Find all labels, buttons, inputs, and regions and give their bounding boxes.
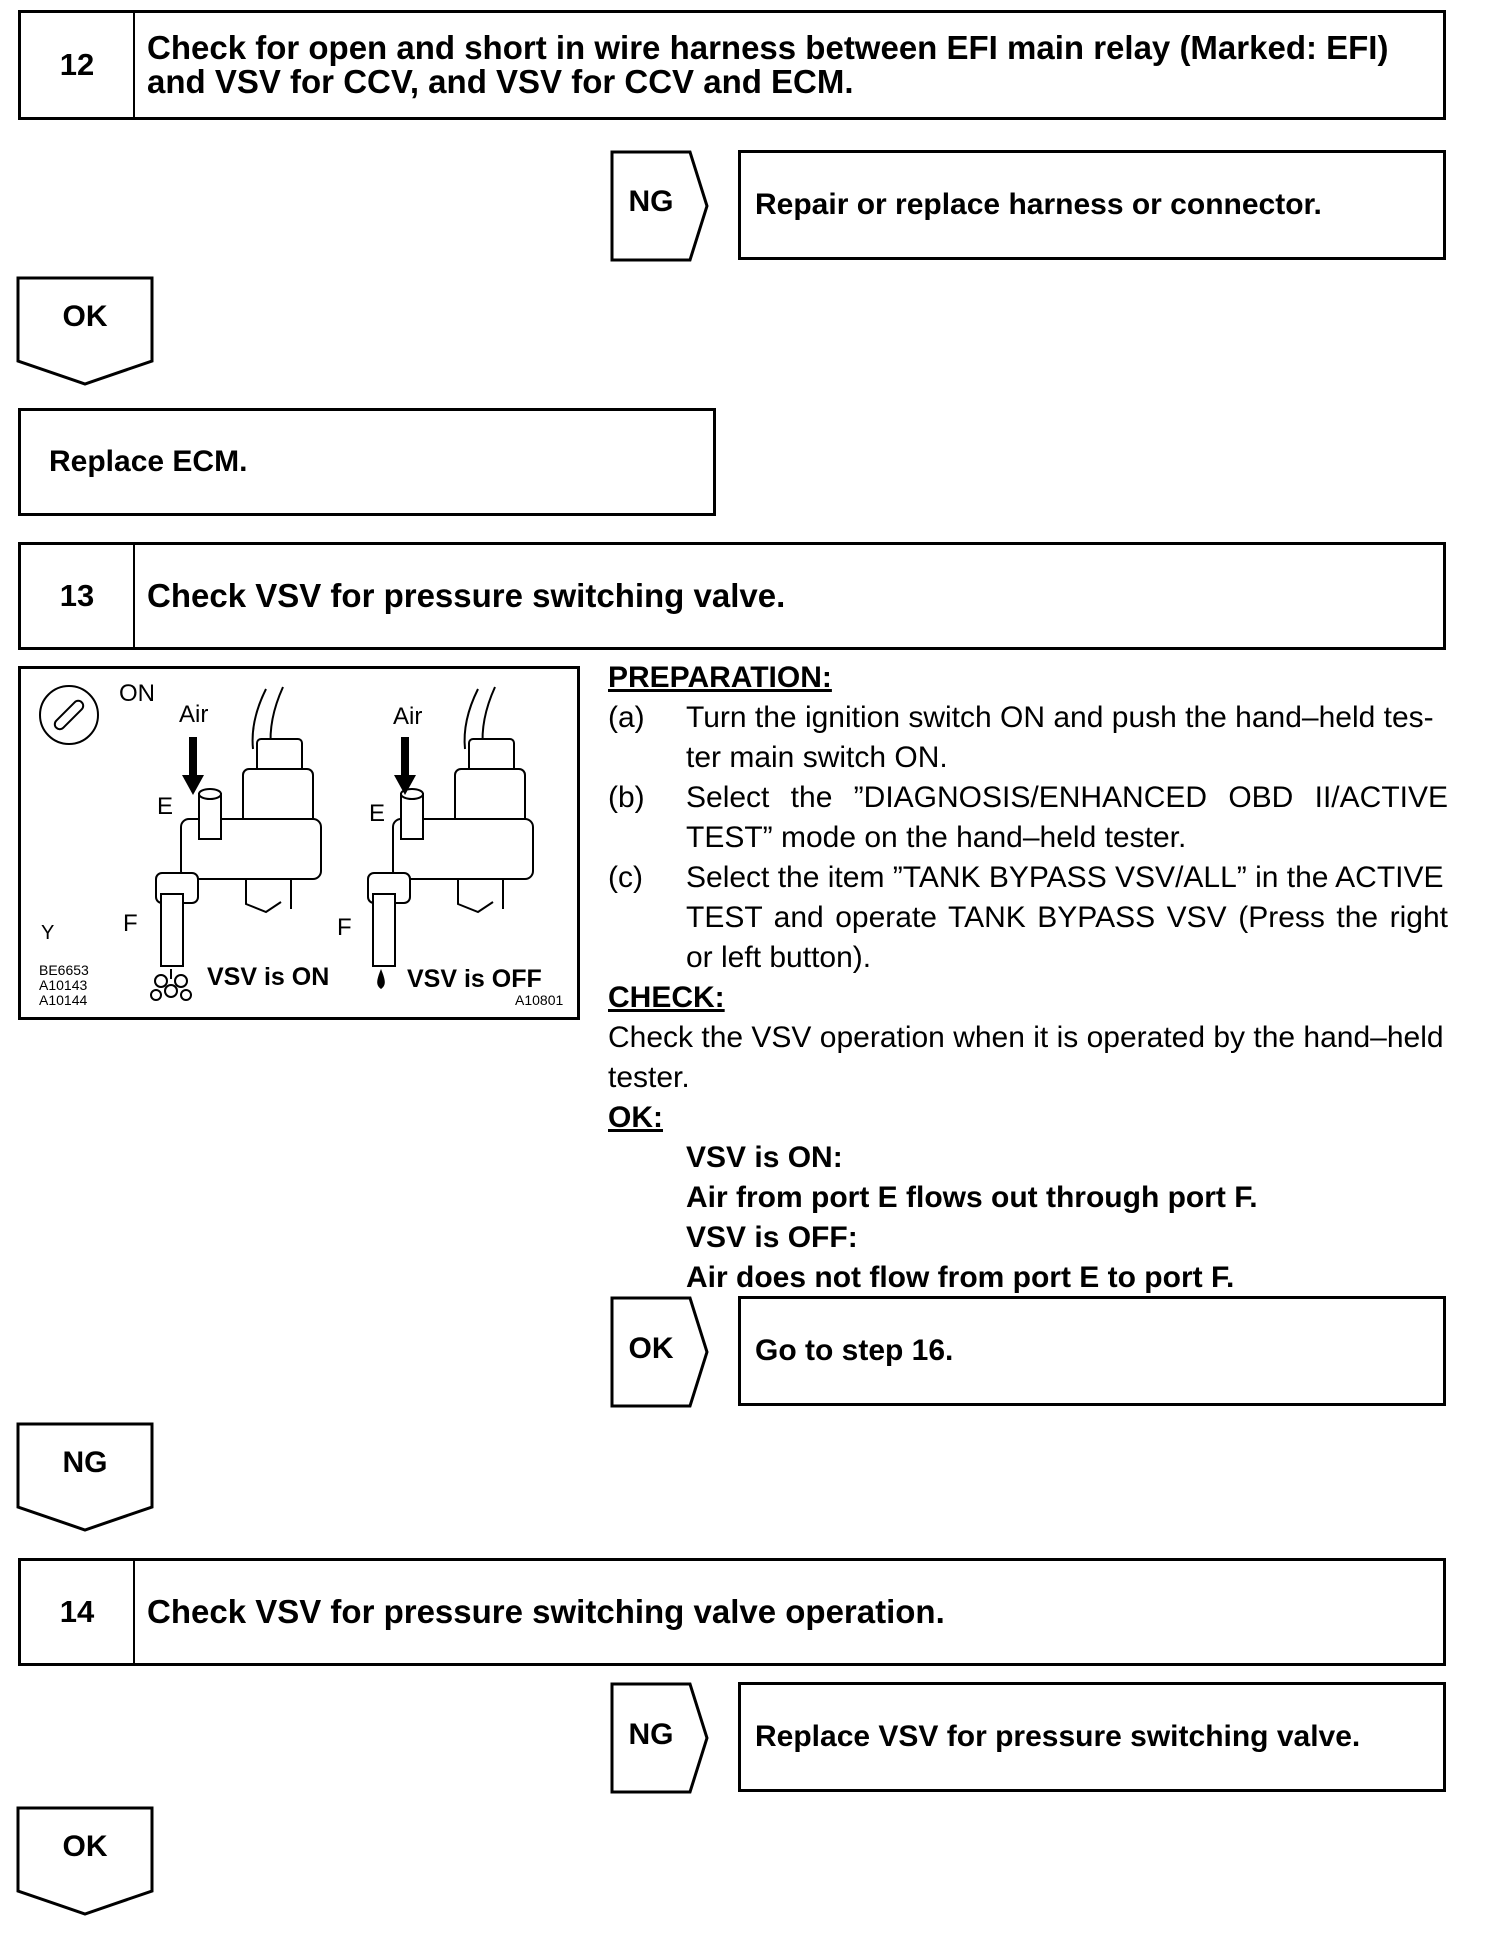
- step-title: Check VSV for pressure switching valve o…: [147, 1593, 945, 1631]
- ok-action-text: Replace ECM.: [49, 445, 248, 478]
- port-e-label: E: [369, 800, 385, 827]
- ok-label: OK: [62, 300, 108, 333]
- step-12-header: 12 Check for open and short in wire harn…: [18, 10, 1446, 120]
- figure-ref: A10143: [39, 977, 87, 993]
- ng-arrow: [16, 1422, 154, 1532]
- prep-item-a: (a) Turn the ignition switch ON and push…: [608, 698, 1448, 778]
- ok-criteria-line: Air does not flow from port E to port F.: [686, 1261, 1235, 1294]
- prep-item-text: Select the ”DIAGNOSIS/ENHANCED OBD II/AC…: [686, 781, 1448, 814]
- vsv-illustration: ON Air Air E E F F Y BE6653 A10143 A1014…: [39, 680, 563, 1008]
- ok-arrow: [16, 276, 154, 386]
- prep-item-label: (a): [608, 701, 645, 734]
- step-title: Check for open and short in wire harness…: [147, 13, 1423, 117]
- ng-label: NG: [628, 185, 674, 218]
- ng-action-box: Replace VSV for pressure switching valve…: [738, 1682, 1446, 1792]
- ok-label: OK: [628, 1332, 674, 1365]
- step-13-header: 13 Check VSV for pressure switching valv…: [18, 542, 1446, 650]
- step-title: Check VSV for pressure switching valve.: [147, 577, 786, 615]
- ignition-switch-icon: [39, 685, 99, 745]
- prep-item-text: TEST” mode on the hand–held tester.: [686, 821, 1187, 854]
- step-number: 14: [21, 1561, 135, 1663]
- on-label: ON: [119, 680, 155, 707]
- ng-action-text: Repair or replace harness or connector.: [755, 188, 1322, 221]
- prep-item-c: (c) Select the item ”TANK BYPASS VSV/ALL…: [608, 858, 1448, 978]
- ok-criteria-line: VSV is ON:: [686, 1141, 843, 1174]
- ok-arrow: [610, 1296, 709, 1408]
- prep-item-label: (c): [608, 861, 643, 894]
- ok-action-box: Go to step 16.: [738, 1296, 1446, 1406]
- figure-ref: BE6653: [39, 962, 89, 978]
- prep-item-b: (b) Select the ”DIAGNOSIS/ENHANCED OBD I…: [608, 778, 1448, 858]
- prep-item-label: (b): [608, 781, 645, 814]
- figure-code: A10801: [515, 992, 563, 1008]
- ng-label: NG: [62, 1446, 108, 1479]
- ng-arrow: [610, 1682, 709, 1794]
- check-heading: CHECK:: [608, 981, 725, 1014]
- port-f-label: F: [337, 914, 352, 941]
- air-drop-icon: [377, 969, 385, 989]
- prep-item-text: ter main switch ON.: [686, 741, 948, 774]
- vsv-off-caption: VSV is OFF: [407, 965, 542, 993]
- ng-arrow: [610, 150, 709, 262]
- check-text: Check the VSV operation when it is opera…: [608, 1021, 1444, 1054]
- step-title-line-1: Check for open and short in wire harness…: [147, 29, 1389, 67]
- air-label: Air: [393, 703, 422, 730]
- ok-criteria: VSV is ON: Air from port E flows out thr…: [608, 1138, 1448, 1298]
- preparation-section: PREPARATION: (a) Turn the ignition switc…: [608, 658, 1448, 1298]
- prep-item-text: Turn the ignition switch ON and push the…: [686, 701, 1434, 734]
- check-text: tester.: [608, 1061, 690, 1094]
- preparation-heading: PREPARATION:: [608, 661, 832, 694]
- ok-label: OK: [62, 1830, 108, 1863]
- prep-item-text: Select the item ”TANK BYPASS VSV/ALL” in…: [686, 861, 1444, 894]
- y-label: Y: [41, 922, 54, 944]
- port-f-label: F: [123, 910, 138, 937]
- air-label: Air: [179, 701, 208, 728]
- ok-arrow: [16, 1806, 154, 1916]
- ok-heading: OK:: [608, 1101, 663, 1134]
- vsv-figure: ON Air Air E E F F Y BE6653 A10143 A1014…: [18, 666, 580, 1020]
- figure-ref: A10144: [39, 992, 87, 1008]
- step-number: 12: [21, 13, 135, 117]
- ng-action-text: Replace VSV for pressure switching valve…: [755, 1720, 1361, 1753]
- ok-criteria-line: VSV is OFF:: [686, 1221, 858, 1254]
- step-number: 13: [21, 545, 135, 647]
- ok-action-text: Go to step 16.: [755, 1334, 954, 1367]
- ng-label: NG: [628, 1718, 674, 1751]
- step-14-header: 14 Check VSV for pressure switching valv…: [18, 1558, 1446, 1666]
- air-arrow-icon: [394, 737, 416, 795]
- vsv-off-valve: [367, 686, 534, 967]
- air-flow-icon: [150, 969, 192, 1001]
- prep-item-text: TEST and operate TANK BYPASS VSV (Press …: [686, 901, 1448, 934]
- step-title-line-2: and VSV for CCV, and VSV for CCV and ECM…: [147, 63, 854, 100]
- replace-ecm-box: Replace ECM.: [18, 408, 716, 516]
- prep-item-text: or left button).: [686, 941, 872, 974]
- port-e-label: E: [157, 793, 173, 820]
- ok-criteria-line: Air from port E flows out through port F…: [686, 1181, 1258, 1214]
- ng-action-box: Repair or replace harness or connector.: [738, 150, 1446, 260]
- vsv-on-valve: [155, 686, 322, 967]
- vsv-on-caption: VSV is ON: [207, 963, 329, 991]
- air-arrow-icon: [182, 737, 204, 795]
